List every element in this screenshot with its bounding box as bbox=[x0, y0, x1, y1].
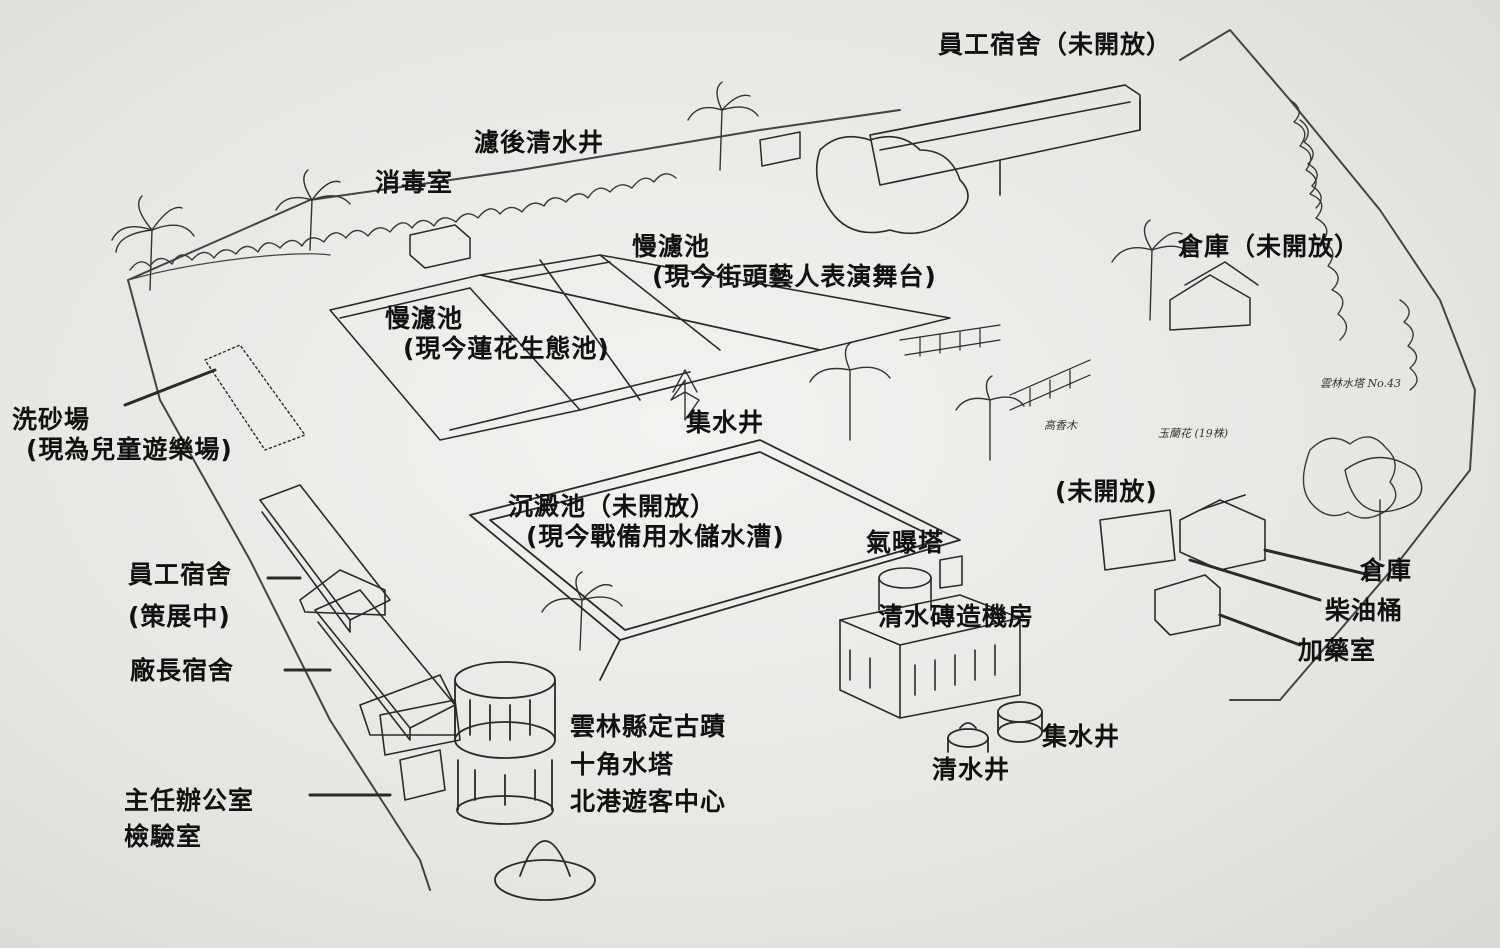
handwritten-signature: 雲林水塔 No.43 bbox=[1320, 377, 1402, 390]
label-closed: (未開放) bbox=[1055, 477, 1158, 506]
small-buildings-top bbox=[409, 131, 801, 269]
sedimentation-pond bbox=[469, 439, 961, 681]
right-utility-buildings bbox=[1099, 494, 1372, 647]
label-diesel-tank: 柴油桶 bbox=[1325, 596, 1404, 625]
label-sand-wash-note: (現為兒童遊樂場) bbox=[26, 434, 233, 464]
label-dosing-room: 加藥室 bbox=[1298, 636, 1377, 665]
label-water-tower-line1: 雲林縣定古蹟 bbox=[570, 712, 727, 741]
label-slow-filter-lower: 慢濾池 (現今蓮花生態池) bbox=[385, 304, 610, 363]
water-tower bbox=[454, 661, 556, 825]
label-aeration-tower: 氣曝塔 bbox=[866, 528, 945, 557]
brick-pump-house bbox=[839, 594, 1021, 719]
left-buildings bbox=[259, 484, 461, 801]
handwritten-small-note: 高香木 bbox=[1044, 419, 1077, 432]
slow-filter-pond-lower bbox=[329, 259, 821, 441]
label-clear-well: 濾後清水井 bbox=[474, 128, 605, 157]
label-water-tower-line3: 北港遊客中心 bbox=[570, 787, 727, 816]
label-slow-filter-upper-note: (現今街頭藝人表演舞台) bbox=[652, 261, 937, 291]
label-water-tower: 雲林縣定古蹟 十角水塔 北港遊客中心 bbox=[570, 708, 726, 821]
label-water-tower-line2: 十角水塔 bbox=[570, 749, 675, 779]
label-sand-wash-name: 洗砂場 bbox=[12, 405, 91, 434]
label-brick-pump-house: 清水磚造機房 bbox=[878, 602, 1035, 631]
warehouse-top-building bbox=[1169, 261, 1259, 331]
dorm-building-top bbox=[815, 84, 1141, 235]
site-boundary bbox=[127, 29, 1476, 891]
label-staff-dorm: 員工宿舍 (策展中) bbox=[128, 560, 232, 631]
label-disinfection-room: 消毒室 bbox=[375, 168, 454, 197]
wells bbox=[494, 701, 1043, 901]
label-clean-well: 清水井 bbox=[932, 755, 1011, 784]
label-sedimentation: 沉澱池（未開放） (現今戰備用水儲水漕) bbox=[508, 492, 785, 551]
hedge-foliage bbox=[129, 99, 1418, 519]
label-collect-well-bottom: 集水井 bbox=[1042, 722, 1121, 751]
aeration-tower bbox=[878, 555, 963, 611]
label-collect-well-mid: 集水井 bbox=[686, 408, 765, 437]
fence bbox=[899, 324, 1091, 411]
label-slow-filter-upper-name: 慢濾池 bbox=[632, 232, 711, 261]
label-office: 主任辦公室 檢驗室 bbox=[124, 783, 254, 856]
label-staff-dorm-note: (策展中) bbox=[128, 601, 231, 631]
label-slow-filter-upper: 慢濾池 (現今街頭藝人表演舞台) bbox=[632, 232, 937, 291]
label-warehouse-right: 倉庫 bbox=[1360, 556, 1413, 585]
label-slow-filter-lower-name: 慢濾池 bbox=[385, 304, 464, 333]
handwritten-flower-note: 玉蘭花 (19株) bbox=[1158, 427, 1229, 440]
label-dorm-top: 員工宿舍（未開放） bbox=[938, 30, 1173, 59]
label-sedimentation-name: 沉澱池（未開放） bbox=[508, 492, 717, 521]
sand-wash-area bbox=[123, 344, 306, 451]
label-slow-filter-lower-note: (現今蓮花生態池) bbox=[403, 333, 610, 363]
label-sand-wash: 洗砂場 (現為兒童遊樂場) bbox=[12, 405, 233, 464]
label-warehouse-top: 倉庫（未開放） bbox=[1178, 232, 1361, 261]
label-office-line2: 檢驗室 bbox=[124, 822, 203, 852]
label-director-dorm: 廠長宿舍 bbox=[130, 656, 235, 685]
palm-trees bbox=[111, 81, 1423, 651]
label-staff-dorm-name: 員工宿舍 bbox=[128, 560, 233, 589]
label-office-line1: 主任辦公室 bbox=[124, 786, 255, 815]
label-sedimentation-note: (現今戰備用水儲水漕) bbox=[526, 521, 785, 551]
